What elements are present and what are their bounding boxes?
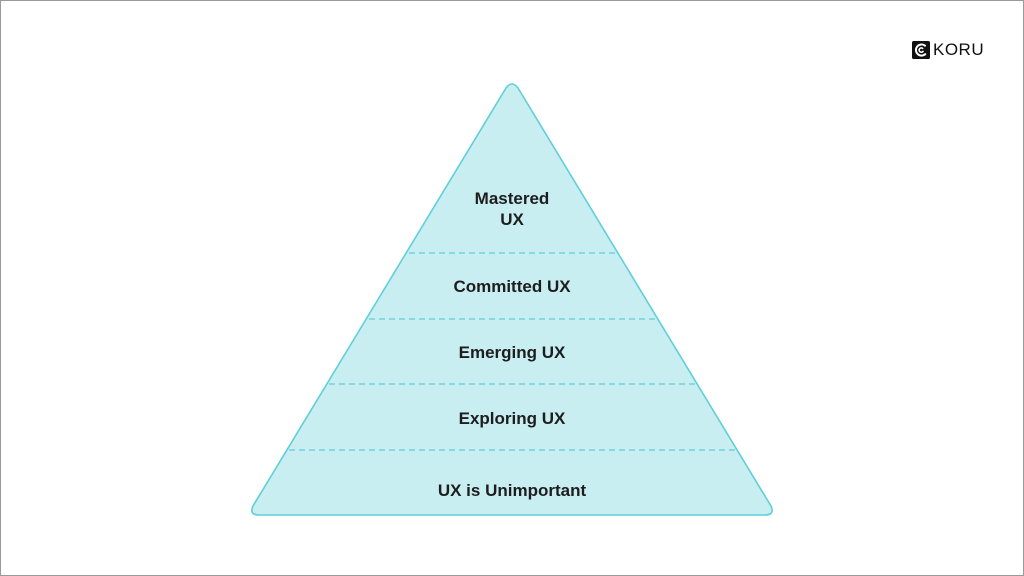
tier-label-committed: Committed UX [453,277,571,296]
tier-label-emerging: Emerging UX [459,343,566,362]
tier-label-unimportant: UX is Unimportant [438,481,587,500]
koru-logo-icon [912,41,930,59]
brand-logo: KORU [912,40,984,60]
brand-name: KORU [933,40,985,59]
pyramid-shape [251,83,773,516]
tier-label-mastered-line2: UX [500,210,524,229]
tier-label-mastered-line1: Mastered [475,189,550,208]
tier-label-exploring: Exploring UX [459,409,566,428]
